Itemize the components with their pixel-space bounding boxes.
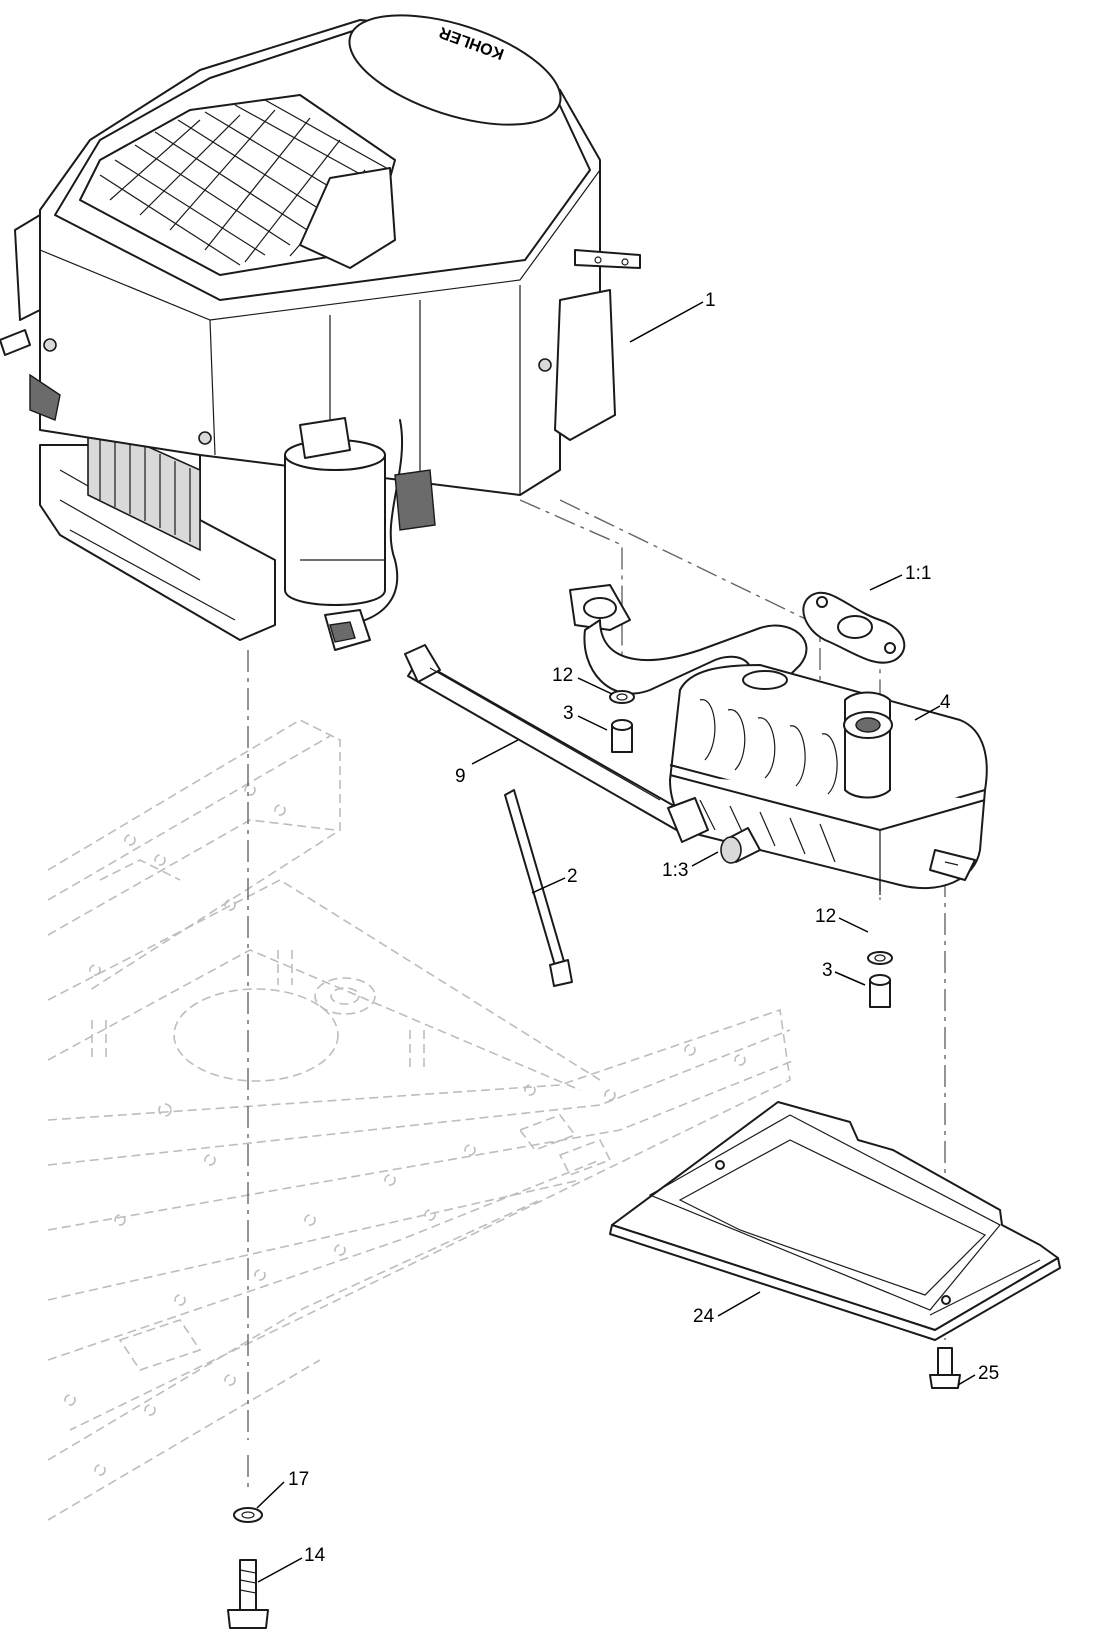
callout-2: 2: [567, 866, 578, 887]
starter-motor: [284, 417, 404, 651]
callout-1-3: 1:3: [662, 860, 688, 881]
cable-tie: [504, 789, 573, 987]
chassis-frame-phantom: [47, 719, 796, 1521]
callout-9: 9: [455, 766, 466, 787]
hardware-lower: [227, 1347, 961, 1629]
callout-leaders: [256, 301, 976, 1583]
callout-12-lower: 12: [815, 906, 836, 927]
callout-12-upper: 12: [552, 665, 573, 686]
callout-labels: 1 1:1 4 12 3 9 1:3 2 12 3 24 25 17 14: [288, 290, 999, 1566]
callout-1: 1: [705, 290, 716, 311]
callout-14: 14: [304, 1545, 326, 1566]
callout-25: 25: [978, 1363, 999, 1384]
hardware-upper: [609, 690, 893, 1008]
callout-3-upper: 3: [563, 703, 574, 724]
heat-shield-plate: [609, 1101, 1061, 1341]
frame-holes: [64, 784, 746, 1476]
callout-17: 17: [288, 1469, 309, 1490]
exhaust-gasket: [802, 591, 906, 664]
callout-3-lower: 3: [822, 960, 833, 981]
drain-tube-cap: [720, 827, 761, 864]
callout-1-1: 1:1: [905, 563, 931, 584]
callout-24: 24: [693, 1306, 715, 1327]
cooling-grille: [79, 94, 396, 276]
engine-assembly: KOHLER: [0, 14, 641, 651]
oil-drain-tube: [404, 644, 709, 843]
callout-4: 4: [940, 692, 951, 713]
